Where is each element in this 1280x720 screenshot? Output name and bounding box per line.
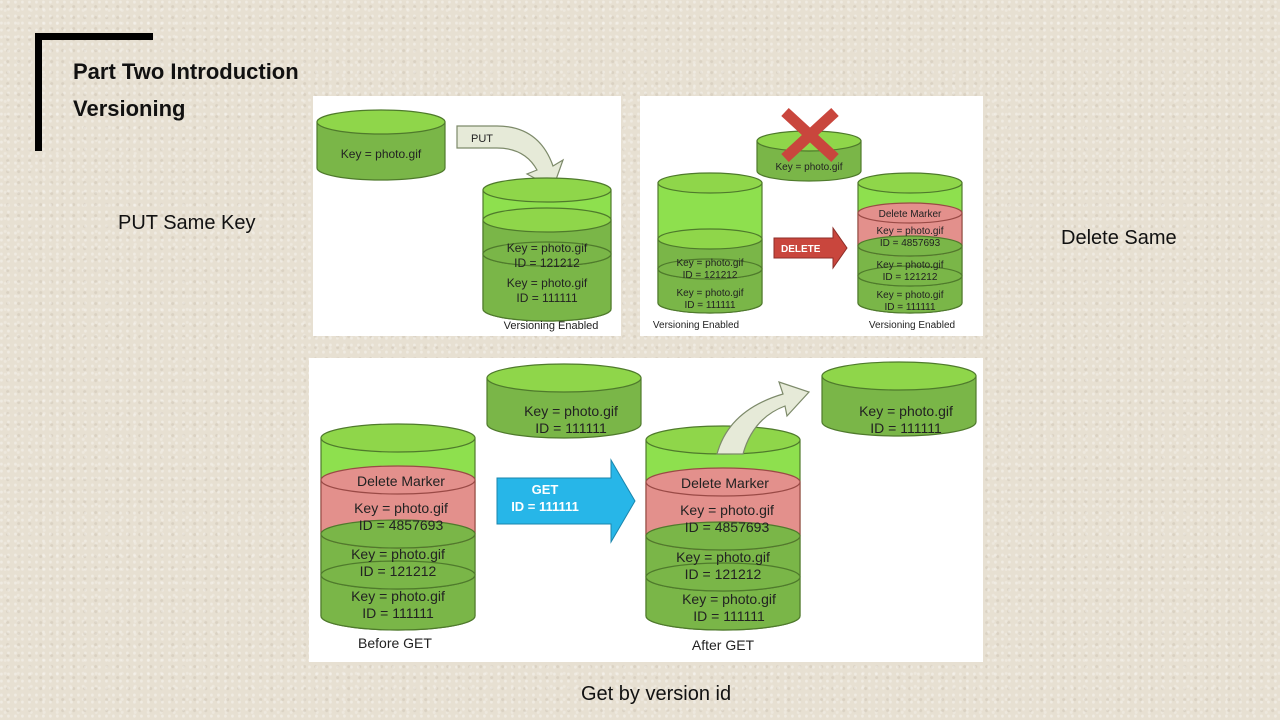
put-layer-2-key: Key = photo.gif <box>507 276 588 290</box>
get-after-layer-2-key: Key = photo.gif <box>680 502 774 518</box>
get-before-layer-2-key: Key = photo.gif <box>354 500 448 516</box>
get-caption-before: Before GET <box>358 635 432 651</box>
put-arrow-label: PUT <box>471 133 493 145</box>
get-before-layer-3-id: ID = 121212 <box>360 563 437 579</box>
get-after-marker-label: Delete Marker <box>681 475 769 491</box>
label-put-same-key: PUT Same Key <box>118 212 256 234</box>
delete-after-bucket: Delete Marker Key = photo.gif ID = 48576… <box>857 172 963 314</box>
put-diagram: Key = photo.gif PUT Key = photo.gif ID =… <box>316 109 612 332</box>
get-before-marker-label: Delete Marker <box>357 473 445 489</box>
get-after-layer-3-key: Key = photo.gif <box>676 549 770 565</box>
delete-arrow: DELETE <box>773 226 848 270</box>
delete-before-layer-2-key: Key = photo.gif <box>677 288 744 299</box>
get-after-bucket: Delete Marker Key = photo.gif ID = 48576… <box>645 425 801 631</box>
label-delete-same: Delete Same <box>1061 227 1177 249</box>
get-return-arrow <box>716 381 811 455</box>
delete-x-icon <box>781 107 839 163</box>
put-new-object-label: Key = photo.gif <box>341 147 422 161</box>
delete-before-bucket: Key = photo.gif ID = 121212 Key = photo.… <box>657 172 763 314</box>
put-bucket: Key = photo.gif ID = 121212 Key = photo.… <box>482 177 612 322</box>
get-before-layer-2-id: ID = 4857693 <box>359 517 444 533</box>
slide-subtitle: Versioning <box>73 96 186 121</box>
delete-after-layer-4-key: Key = photo.gif <box>877 290 944 301</box>
get-after-layer-2-id: ID = 4857693 <box>685 519 770 535</box>
get-retrieved-id: ID = 111111 <box>535 420 607 436</box>
delete-caption-before: Versioning Enabled <box>653 320 739 331</box>
put-layer-1-key: Key = photo.gif <box>507 241 588 255</box>
delete-before-layer-1-id: ID = 121212 <box>683 270 738 281</box>
delete-after-layer-2-key: Key = photo.gif <box>877 226 944 237</box>
get-arrow-label-1: GET <box>532 482 559 497</box>
get-before-bucket: Delete Marker Key = photo.gif ID = 48576… <box>320 423 476 631</box>
put-arrow: PUT <box>456 125 565 189</box>
put-new-object-cylinder: Key = photo.gif <box>316 109 446 181</box>
delete-after-marker-label: Delete Marker <box>879 209 942 220</box>
deleted-object-cylinder: Key = photo.gif <box>756 130 862 182</box>
delete-diagram-panel: Key = photo.gif Key = photo.gif ID = 121… <box>640 96 983 336</box>
get-after-layer-3-id: ID = 121212 <box>685 566 762 582</box>
put-layer-1-id: ID = 121212 <box>514 256 580 270</box>
get-returned-id: ID = 111111 <box>870 420 942 436</box>
delete-arrow-label: DELETE <box>781 244 821 255</box>
get-returned-key: Key = photo.gif <box>859 403 953 419</box>
put-caption: Versioning Enabled <box>504 320 599 332</box>
label-get-by-version-id: Get by version id <box>581 683 732 705</box>
get-before-layer-4-key: Key = photo.gif <box>351 588 445 604</box>
deleted-object-label: Key = photo.gif <box>776 162 843 173</box>
delete-before-layer-1-key: Key = photo.gif <box>677 258 744 269</box>
get-returned-cylinder: Key = photo.gif ID = 111111 <box>821 361 977 437</box>
get-before-layer-4-id: ID = 111111 <box>362 605 434 621</box>
delete-after-layer-2-id: ID = 4857693 <box>880 238 941 249</box>
get-retrieved-key: Key = photo.gif <box>524 403 618 419</box>
get-diagram-panel: Delete Marker Key = photo.gif ID = 48576… <box>309 358 983 662</box>
delete-before-layer-2-id: ID = 111111 <box>684 300 735 311</box>
delete-after-layer-3-key: Key = photo.gif <box>877 260 944 271</box>
get-arrow: GET ID = 111111 <box>496 458 636 544</box>
delete-after-layer-4-id: ID = 111111 <box>884 302 935 313</box>
put-layer-2-id: ID = 111111 <box>516 291 578 305</box>
get-after-layer-4-id: ID = 111111 <box>693 608 765 624</box>
delete-diagram: Key = photo.gif Key = photo.gif ID = 121… <box>653 107 963 331</box>
get-after-layer-4-key: Key = photo.gif <box>682 591 776 607</box>
title-bracket-left <box>35 33 42 151</box>
get-caption-after: After GET <box>692 637 755 653</box>
put-diagram-panel: Key = photo.gif PUT Key = photo.gif ID =… <box>313 96 621 336</box>
get-retrieved-cylinder: Key = photo.gif ID = 111111 <box>486 363 642 439</box>
get-before-layer-3-key: Key = photo.gif <box>351 546 445 562</box>
title-bracket-top <box>35 33 153 40</box>
delete-caption-after: Versioning Enabled <box>869 320 955 331</box>
delete-after-layer-3-id: ID = 121212 <box>883 272 938 283</box>
slide-title: Part Two Introduction <box>73 59 299 84</box>
get-arrow-label-2: ID = 111111 <box>511 499 579 514</box>
get-diagram: Delete Marker Key = photo.gif ID = 48576… <box>320 361 977 653</box>
